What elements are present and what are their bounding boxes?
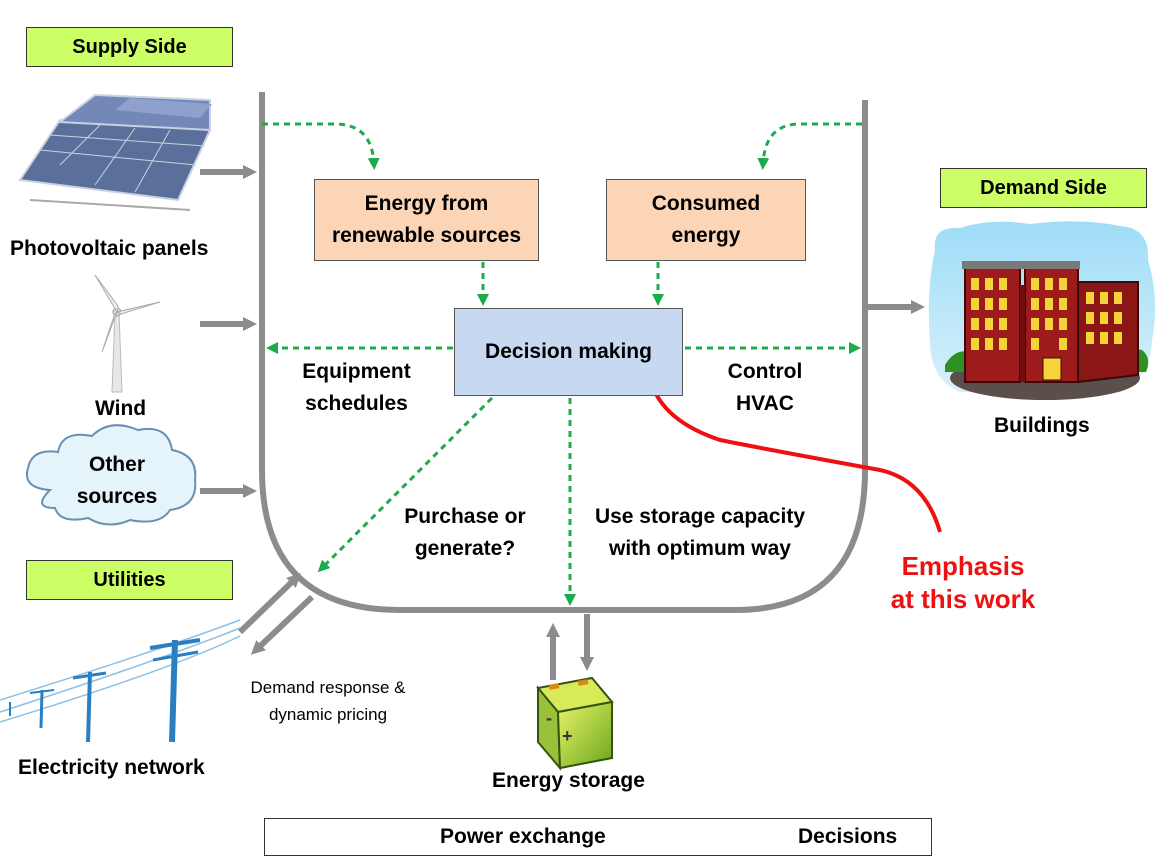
wind-turbine-icon	[94, 274, 161, 393]
emphasis-arrow	[644, 371, 942, 533]
svg-text:+: +	[562, 726, 573, 746]
grid-power-out-arrow	[250, 594, 315, 655]
grid-power-in-arrow	[237, 573, 302, 635]
power-line-icon	[0, 619, 241, 743]
electricity-network-label: Electricity network	[18, 756, 205, 779]
legend-decisions-label: Decisions	[798, 825, 898, 848]
legend	[264, 818, 932, 856]
decision-making-box: Decision making	[454, 308, 683, 396]
svg-text:-: -	[546, 708, 552, 728]
decision-arrow-purchase	[317, 396, 494, 573]
other-sources-label: Other sources	[76, 453, 158, 508]
energy-storage-label: Energy storage	[492, 769, 645, 792]
decision-arrow-to-consumed	[757, 122, 862, 170]
building-icon	[928, 221, 1156, 400]
wind-label: Wind	[95, 397, 147, 420]
cloud-icon	[26, 424, 197, 526]
pv-label: Photovoltaic panels	[10, 237, 209, 260]
system-boundary	[259, 92, 868, 613]
demand-side-tag: Demand Side	[940, 168, 1147, 208]
decision-arrow-to-renewable	[262, 122, 380, 170]
buildings-label: Buildings	[994, 414, 1090, 437]
battery-icon: - +	[536, 676, 614, 771]
solar-panel-icon	[18, 93, 212, 211]
supply-side-tag: Supply Side	[26, 27, 233, 67]
legend-power-label: Power exchange	[440, 825, 606, 848]
utilities-tag: Utilities	[26, 560, 233, 600]
demand-response-label: Demand response &dynamic pricing	[250, 678, 406, 724]
